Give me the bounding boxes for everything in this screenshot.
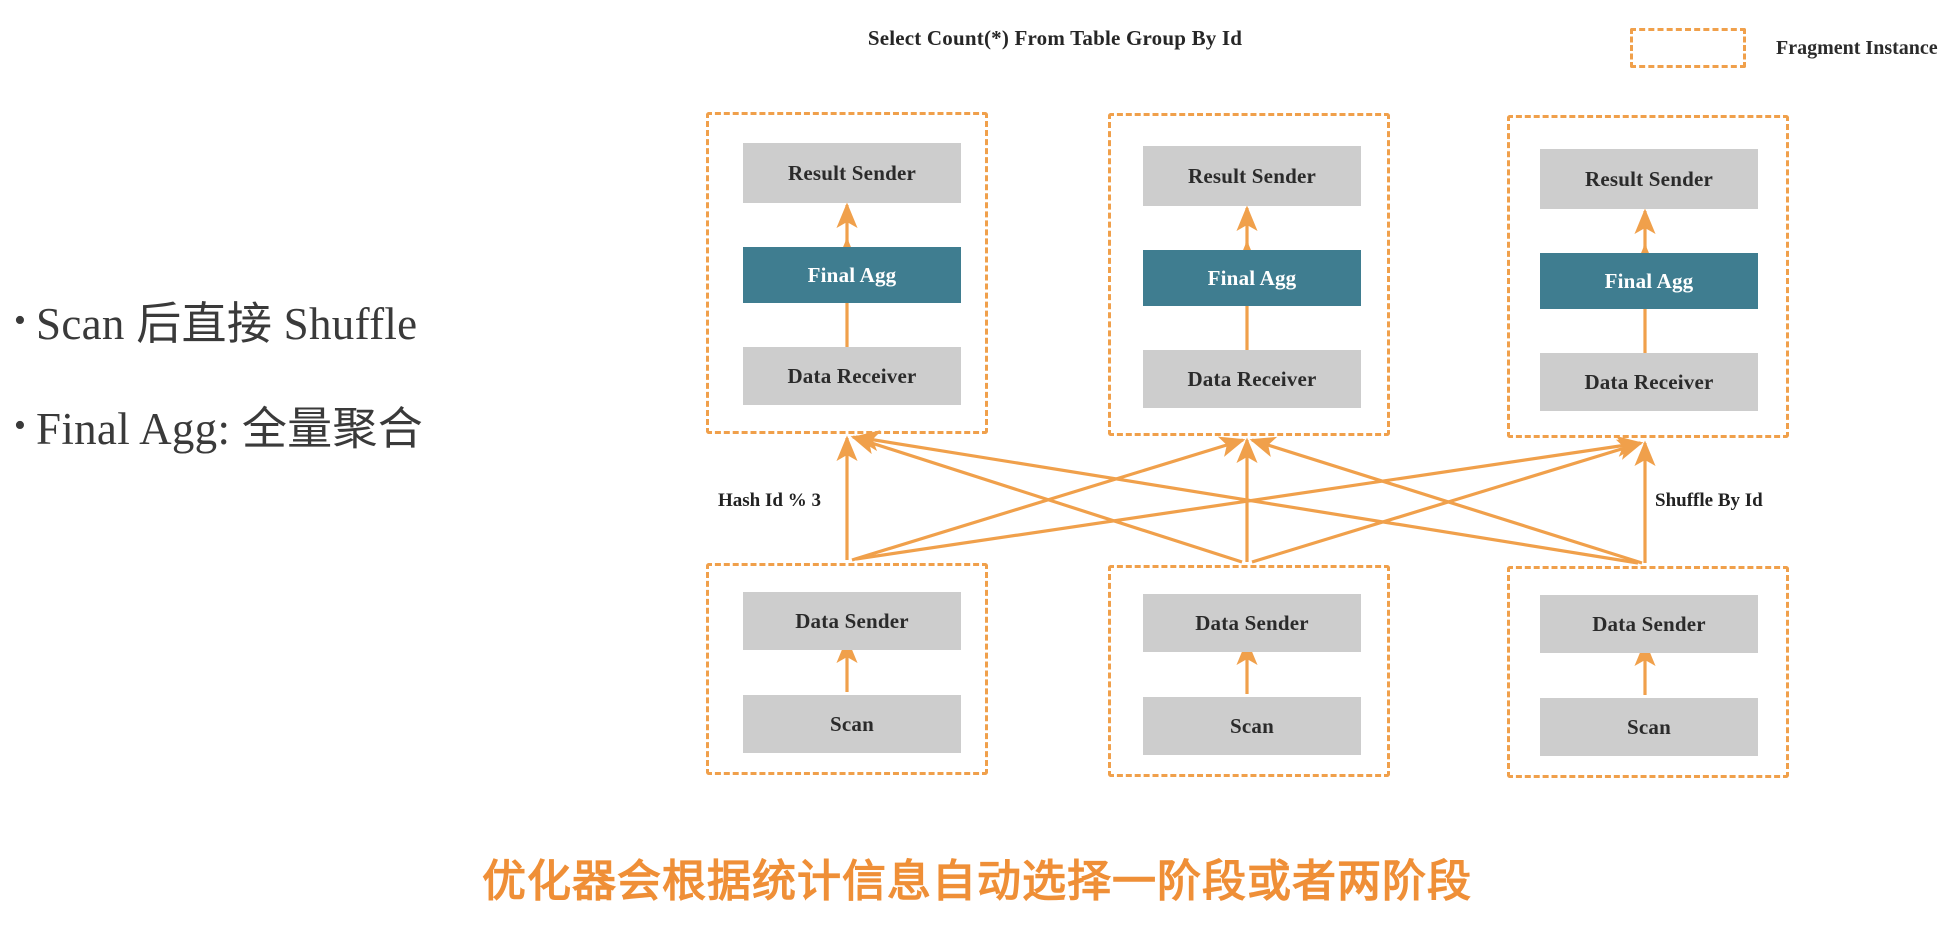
node-scan[interactable]: Scan (743, 695, 961, 753)
node-final-agg[interactable]: Final Agg (1540, 253, 1758, 309)
node-result-sender[interactable]: Result Sender (743, 143, 961, 203)
fragment-instance-upper-2[interactable]: Result Sender Final Agg Data Receiver (1108, 113, 1390, 436)
list-item: • Final Agg: 全量聚合 (14, 403, 534, 454)
node-data-receiver[interactable]: Data Receiver (1540, 353, 1758, 411)
node-result-sender[interactable]: Result Sender (1540, 149, 1758, 209)
fragment-instance-upper-3[interactable]: Result Sender Final Agg Data Receiver (1507, 115, 1789, 438)
shuffle-edge (851, 436, 1246, 562)
fragment-instance-swatch-icon (1630, 28, 1746, 68)
fragment-instance-lower-1[interactable]: Data Sender Scan (706, 563, 988, 775)
legend-label: Fragment Instance (1776, 36, 1938, 59)
slide-caption: 优化器会根据统计信息自动选择一阶段或者两阶段 (482, 857, 1472, 906)
node-data-receiver[interactable]: Data Receiver (1143, 350, 1361, 408)
shuffle-edge (855, 435, 1643, 561)
node-data-sender[interactable]: Data Sender (743, 592, 961, 650)
bullet-marker-icon: • (14, 406, 27, 444)
bullet-text: Final Agg: 全量聚合 (36, 403, 424, 454)
node-scan[interactable]: Scan (1143, 697, 1361, 755)
shuffle-edge (850, 433, 1243, 564)
diagram-title: Select Count(*) From Table Group By Id (867, 26, 1243, 50)
fragment-instance-lower-2[interactable]: Data Sender Scan (1108, 565, 1390, 777)
node-data-sender[interactable]: Data Sender (1143, 594, 1361, 652)
node-data-sender[interactable]: Data Sender (1540, 595, 1758, 653)
shuffle-edge (1251, 439, 1644, 564)
fragment-instance-upper-1[interactable]: Result Sender Final Agg Data Receiver (706, 112, 988, 434)
bullet-text: Scan 后直接 Shuffle (36, 299, 418, 349)
fragment-instance-lower-3[interactable]: Data Sender Scan (1507, 566, 1789, 778)
node-result-sender[interactable]: Result Sender (1143, 146, 1361, 206)
bullet-list: • Scan 后直接 Shuffle • Final Agg: 全量聚合 (14, 300, 534, 509)
legend: Fragment Instance (1630, 28, 1938, 68)
edge-label-hash-id: Hash Id % 3 (718, 490, 821, 511)
list-item: • Scan 后直接 Shuffle (14, 300, 534, 349)
shuffle-edge (853, 430, 1639, 565)
node-final-agg[interactable]: Final Agg (1143, 250, 1361, 306)
node-final-agg[interactable]: Final Agg (743, 247, 961, 303)
node-scan[interactable]: Scan (1540, 698, 1758, 756)
bullet-marker-icon: • (14, 302, 27, 339)
shuffle-edge (1249, 436, 1643, 565)
edge-label-shuffle-by-id: Shuffle By Id (1655, 490, 1763, 511)
node-data-receiver[interactable]: Data Receiver (743, 347, 961, 405)
